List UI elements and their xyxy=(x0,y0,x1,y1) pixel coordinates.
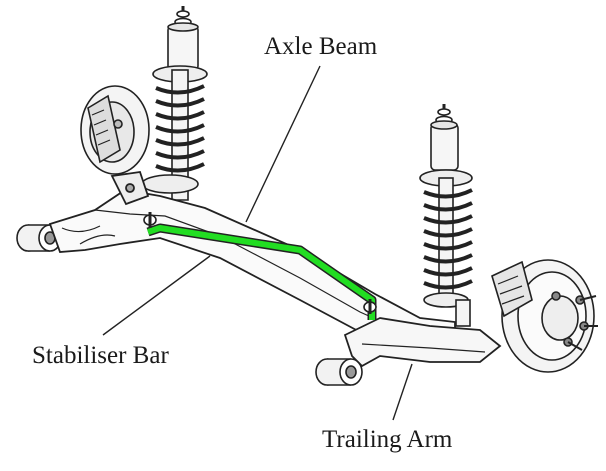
trailing-arm-label: Trailing Arm xyxy=(322,426,453,453)
left-coil-spring xyxy=(155,84,205,173)
leader-lines xyxy=(102,65,413,421)
stabiliser-bar-label: Stabiliser Bar xyxy=(32,342,169,369)
stabiliser-bar xyxy=(143,212,377,320)
right-arm-bushing xyxy=(315,358,363,386)
axle-beam-leader xyxy=(245,65,321,223)
left-spring-seat xyxy=(141,174,199,194)
right-hub-assembly xyxy=(491,259,598,373)
stabiliser-bar-leader xyxy=(102,255,211,336)
right-shock-absorber xyxy=(419,104,473,327)
left-shock-absorber xyxy=(152,6,208,201)
left-hub-assembly xyxy=(80,85,150,175)
right-trailing-arm xyxy=(343,317,502,368)
axle-beam-label: Axle Beam xyxy=(264,33,378,60)
trailing-arm-leader xyxy=(392,363,413,421)
right-coil-spring xyxy=(423,188,473,290)
